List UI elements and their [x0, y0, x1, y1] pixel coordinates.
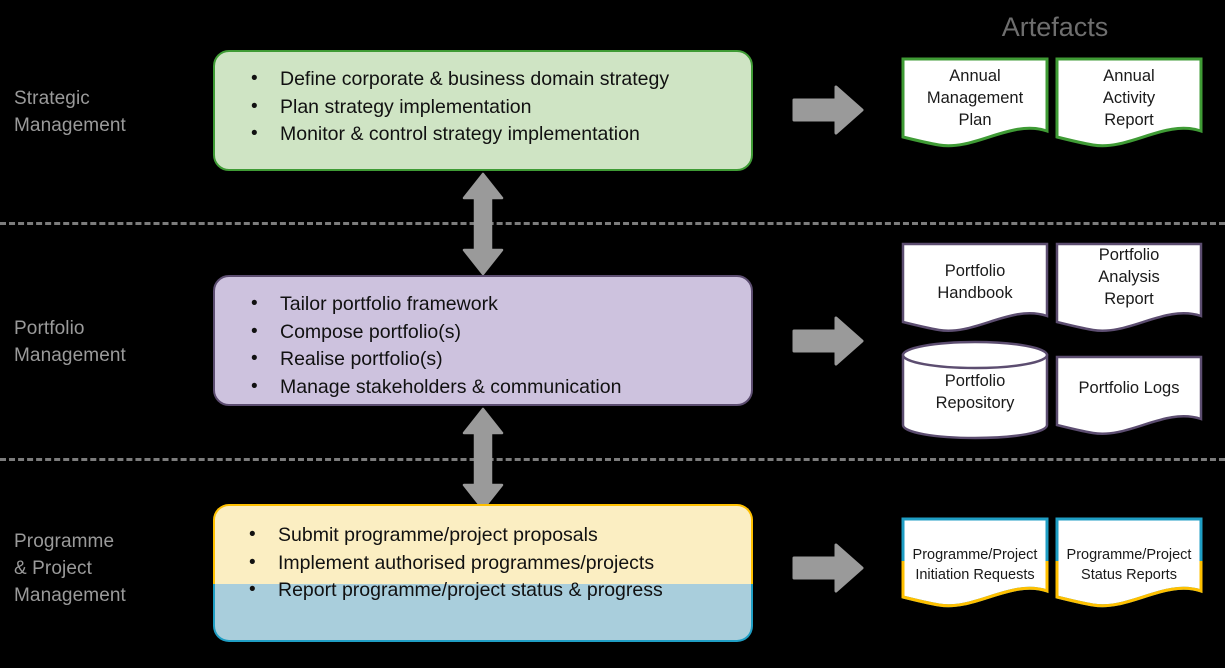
- arrow-right-icon: [792, 315, 864, 367]
- artefact-portfolio-repository[interactable]: Portfolio Repository: [901, 340, 1049, 440]
- artefact-programme-project-status-reports[interactable]: Programme/Project Status Reports: [1055, 517, 1203, 609]
- activity-item: Realise portfolio(s): [245, 345, 751, 374]
- activity-item: Manage stakeholders & communication: [245, 373, 751, 402]
- artefact-label: Portfolio Logs: [1078, 379, 1180, 397]
- arrow-up-down-icon: [461, 172, 505, 276]
- activity-list-strategic: Define corporate & business domain strat…: [215, 52, 751, 149]
- arrow-right-icon: [792, 542, 864, 594]
- artefact-label: Programme/Project Status Reports: [1066, 547, 1192, 583]
- arrow-right-icon: [792, 84, 864, 136]
- arrow-up-down-icon: [461, 407, 505, 511]
- activity-item: Define corporate & business domain strat…: [245, 65, 751, 94]
- tier-label-strategic: Strategic Management: [14, 88, 126, 136]
- tier-label-portfolio: Portfolio Management: [14, 318, 126, 366]
- activity-item: Compose portfolio(s): [245, 318, 751, 347]
- process-box-programme-project[interactable]: Submit programme/project proposals Imple…: [213, 504, 753, 642]
- artefact-label: Portfolio Repository: [935, 372, 1015, 412]
- artefact-label: Annual Activity Report: [1102, 67, 1156, 129]
- activity-item: Report programme/project status & progre…: [243, 576, 753, 605]
- tier-divider-strategic-portfolio: [0, 222, 1225, 225]
- activity-item: Implement authorised programmes/projects: [243, 549, 753, 578]
- artefact-portfolio-logs[interactable]: Portfolio Logs: [1055, 355, 1203, 447]
- tier-divider-portfolio-programme: [0, 458, 1225, 461]
- activity-list-programme-project: Submit programme/project proposals Imple…: [213, 504, 753, 605]
- process-box-portfolio[interactable]: Tailor portfolio framework Compose portf…: [213, 275, 753, 406]
- activity-item: Plan strategy implementation: [245, 93, 751, 122]
- artefact-portfolio-handbook[interactable]: Portfolio Handbook: [901, 242, 1049, 334]
- activity-list-portfolio: Tailor portfolio framework Compose portf…: [215, 277, 751, 401]
- artefact-label: Annual Management Plan: [926, 67, 1024, 129]
- activity-item: Tailor portfolio framework: [245, 290, 751, 319]
- artefacts-heading: Artefacts: [1001, 12, 1109, 42]
- artefact-label: Portfolio Handbook: [937, 262, 1013, 302]
- process-box-strategic[interactable]: Define corporate & business domain strat…: [213, 50, 753, 171]
- artefact-label: Portfolio Analysis Report: [1098, 246, 1160, 308]
- activity-item: Monitor & control strategy implementatio…: [245, 120, 751, 149]
- artefact-annual-activity-report[interactable]: Annual Activity Report: [1055, 57, 1203, 149]
- artefact-portfolio-analysis-report[interactable]: Portfolio Analysis Report: [1055, 242, 1203, 334]
- activity-item: Submit programme/project proposals: [243, 521, 753, 550]
- artefact-annual-management-plan[interactable]: Annual Management Plan: [901, 57, 1049, 149]
- artefact-programme-project-initiation-requests[interactable]: Programme/Project Initiation Requests: [901, 517, 1049, 609]
- tier-label-programme-project: Programme & Project Management: [14, 531, 126, 606]
- artefact-label: Programme/Project Initiation Requests: [912, 547, 1038, 583]
